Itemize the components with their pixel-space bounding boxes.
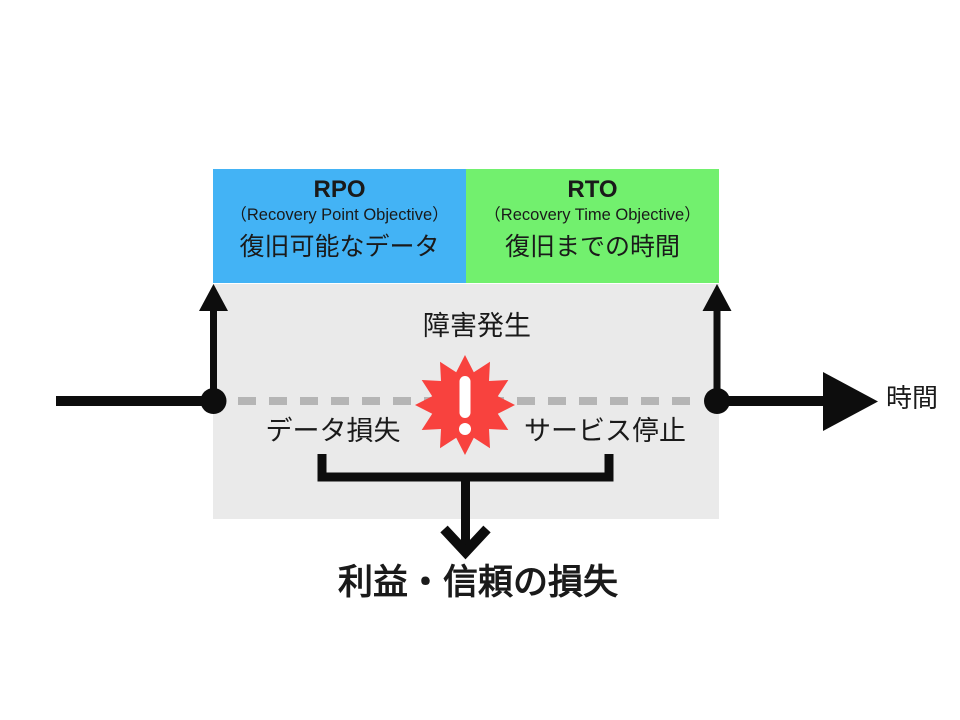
rpo-title: RPO — [313, 176, 366, 203]
time-axis-label: 時間 — [886, 383, 939, 413]
timeline-arrowhead-icon — [823, 372, 878, 431]
rto-label: 復旧までの時間 — [504, 233, 680, 261]
incident-label: 障害発生 — [423, 311, 531, 341]
conclusion-label: 利益・信頼の損失 — [337, 563, 618, 602]
rto-subtitle: （Recovery Time Objective） — [484, 206, 701, 224]
rpo-label: 復旧可能なデータ — [239, 233, 440, 261]
down-arrowhead-icon — [440, 525, 491, 560]
rto-title: RTO — [567, 176, 618, 203]
header-boxes: RPO （Recovery Point Objective） 復旧可能なデータ … — [213, 169, 719, 283]
data-loss-label: データ損失 — [265, 416, 401, 446]
rto-box: RTO （Recovery Time Objective） 復旧までの時間 — [466, 169, 719, 283]
rpo-subtitle: （Recovery Point Objective） — [230, 206, 449, 224]
service-stop-label: サービス停止 — [524, 416, 686, 446]
rpo-box: RPO （Recovery Point Objective） 復旧可能なデータ — [213, 169, 466, 283]
